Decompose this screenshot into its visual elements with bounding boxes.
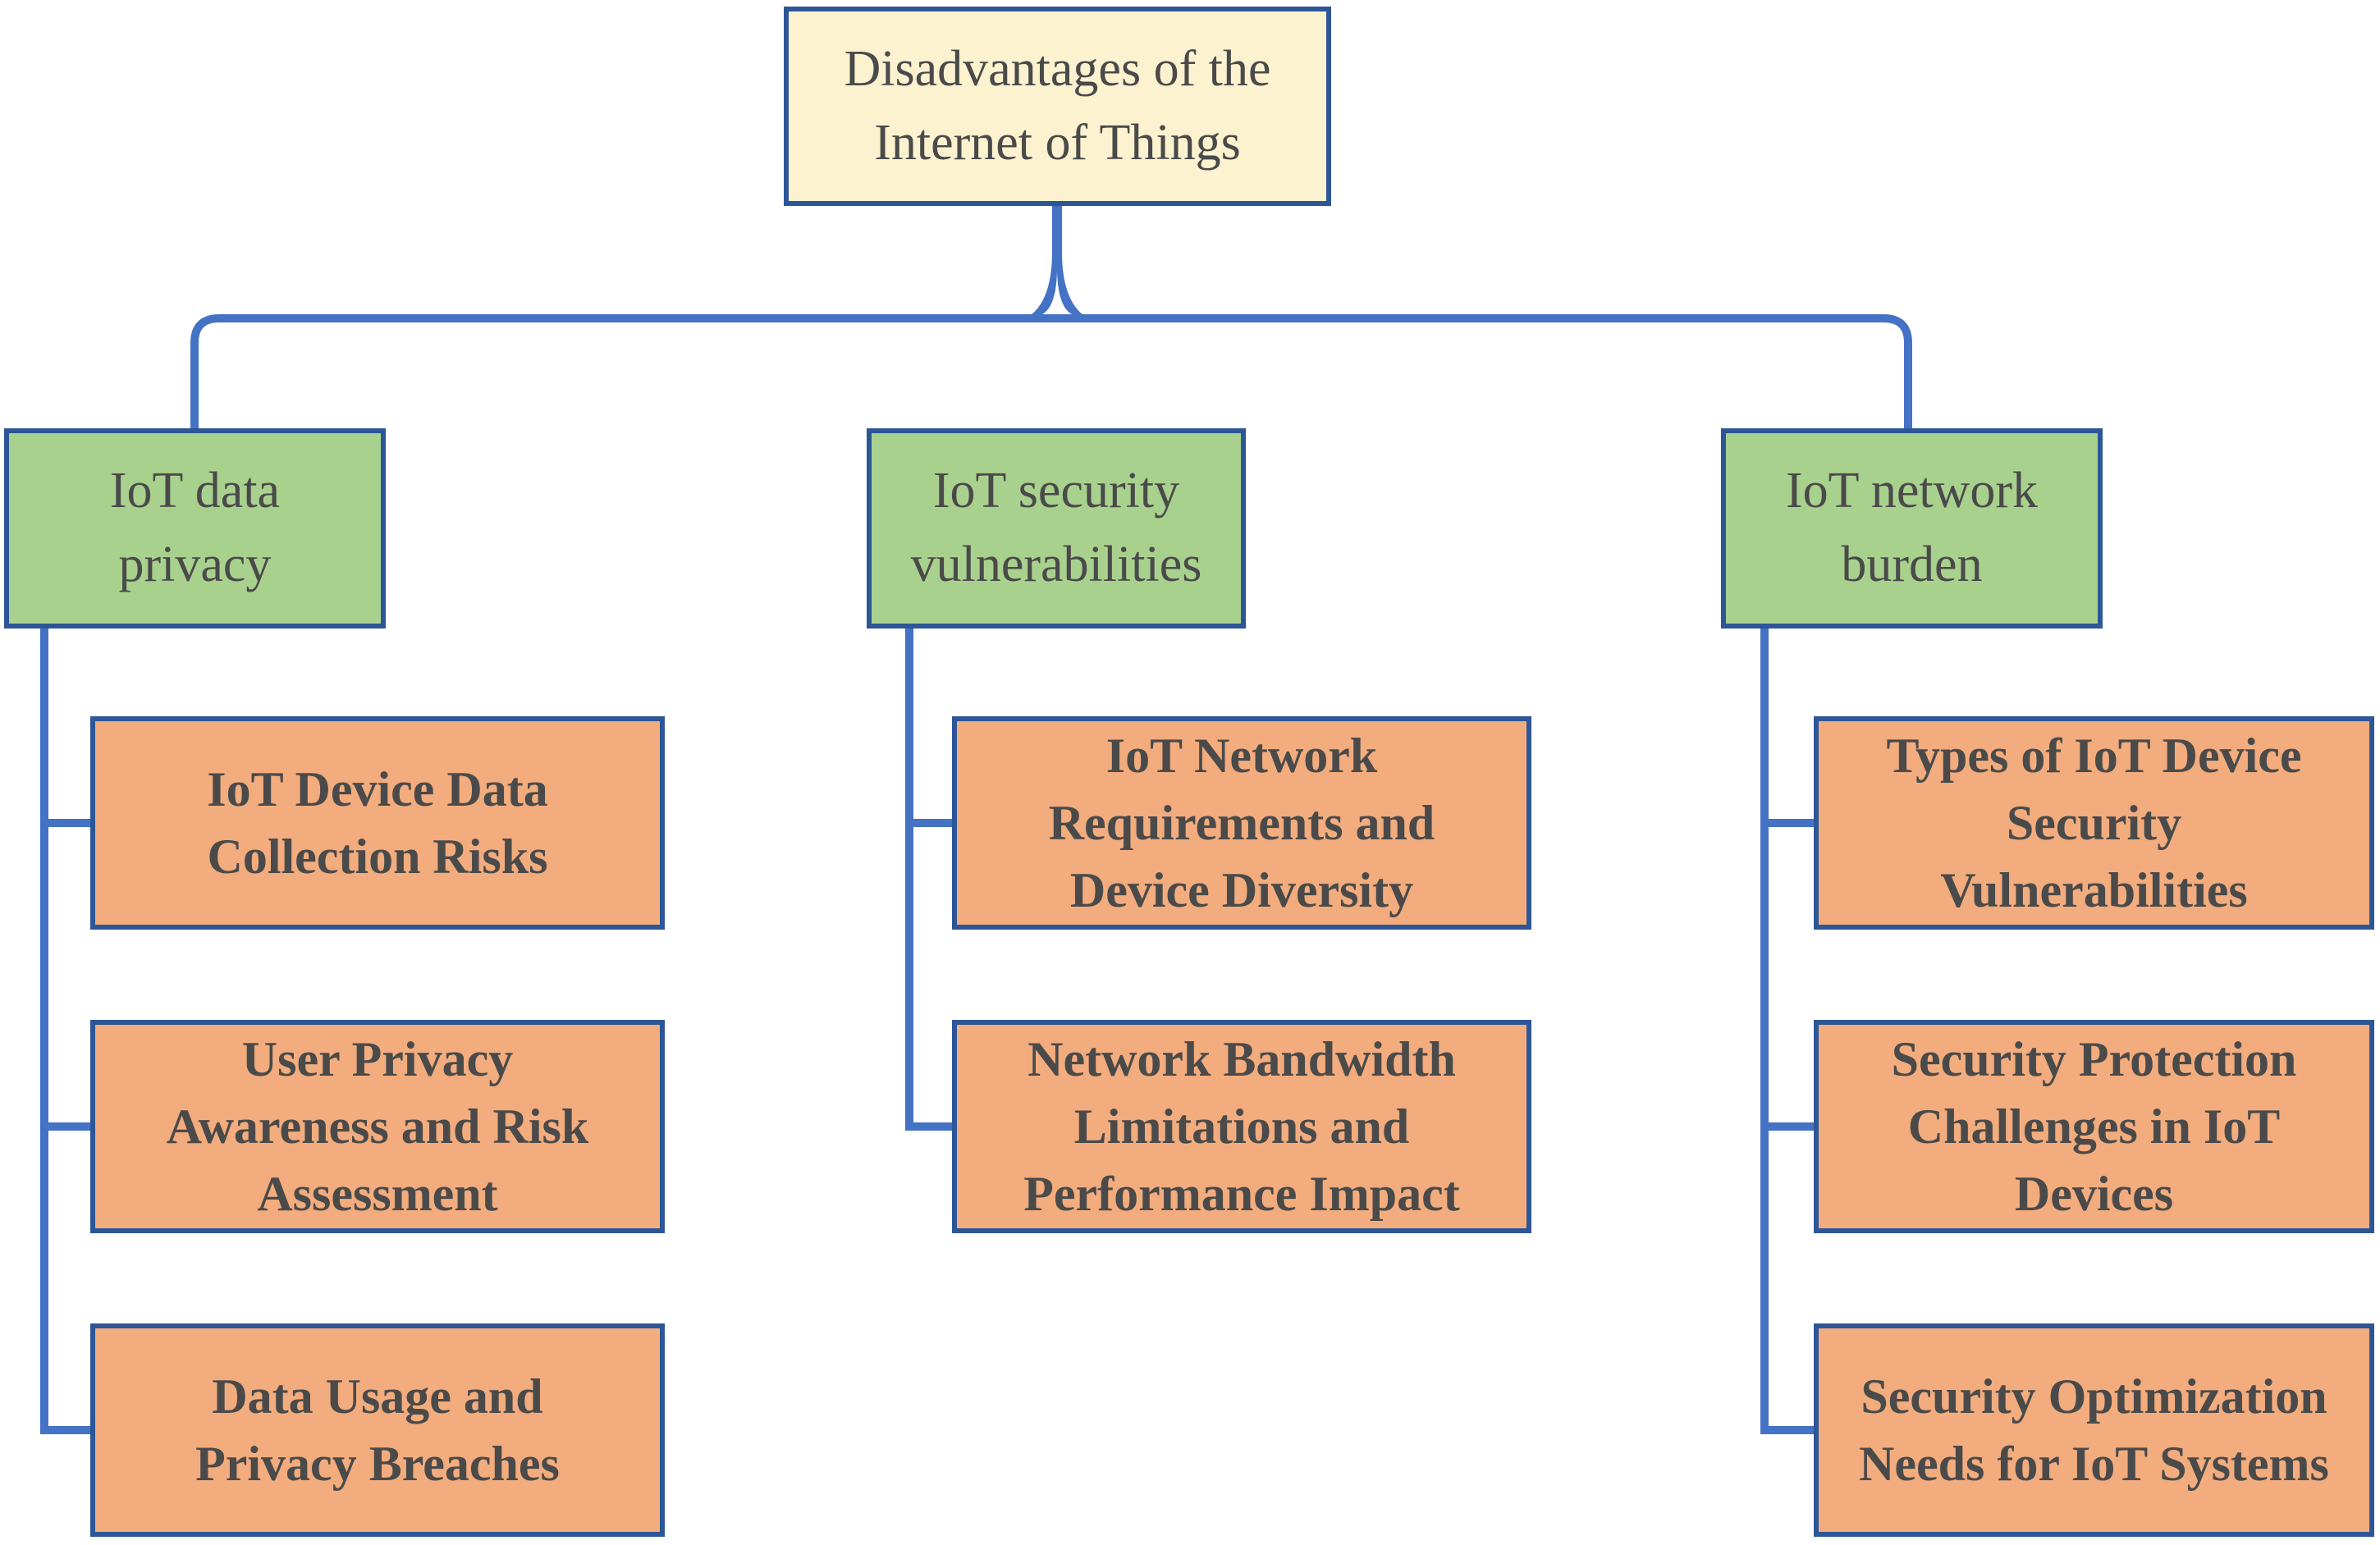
- leaf-box-types-of-device-security-vulnerabilities: Types of IoT Device Security Vulnerabili…: [1814, 716, 2374, 930]
- leaf-box-security-protection-challenges: Security Protection Challenges in IoT De…: [1814, 1020, 2374, 1233]
- leaf-box-device-data-collection-risks: IoT Device Data Collection Risks: [90, 716, 665, 930]
- leaf-box-user-privacy-awareness-risk-assessment: User Privacy Awareness and Risk Assessme…: [90, 1020, 665, 1233]
- leaf-box-bandwidth-limitations-performance-impact: Network Bandwidth Limitations and Perfor…: [952, 1020, 1531, 1233]
- leaf-label: IoT Network Requirements and Device Dive…: [1048, 728, 1435, 918]
- leaf-label: Network Bandwidth Limitations and Perfor…: [1023, 1031, 1460, 1222]
- leaf-label: Security Protection Challenges in IoT De…: [1891, 1031, 2297, 1222]
- brace-cusp: [1016, 203, 1098, 322]
- root-label: Disadvantages of the Internet of Things: [844, 40, 1271, 171]
- leaf-label: Types of IoT Device Security Vulnerabili…: [1886, 728, 2302, 918]
- leaf-box-data-usage-privacy-breaches: Data Usage and Privacy Breaches: [90, 1323, 665, 1537]
- leaf-box-network-requirements-device-diversity: IoT Network Requirements and Device Dive…: [952, 716, 1531, 930]
- root-box: Disadvantages of the Internet of Things: [784, 7, 1331, 206]
- branch-box-iot-data-privacy: IoT data privacy: [4, 428, 386, 629]
- leaf-box-security-optimization-needs: Security Optimization Needs for IoT Syst…: [1814, 1323, 2374, 1537]
- branch-label: IoT data privacy: [109, 463, 281, 592]
- brace-cusp-notch: [1041, 271, 1073, 315]
- branch-label: IoT security vulnerabilities: [910, 463, 1202, 592]
- branch-box-iot-security-vulnerabilities: IoT security vulnerabilities: [867, 428, 1246, 629]
- branch-box-iot-network-burden: IoT network burden: [1721, 428, 2103, 629]
- brace-line: [190, 314, 1912, 430]
- leaf-label: Data Usage and Privacy Breaches: [195, 1369, 560, 1491]
- branch-label: IoT network burden: [1785, 463, 2039, 592]
- trunk-left: [40, 624, 94, 1434]
- leaf-label: User Privacy Awareness and Risk Assessme…: [166, 1031, 589, 1222]
- trunk-middle: [905, 624, 956, 1131]
- trunk-right: [1760, 624, 1818, 1434]
- leaf-label: Security Optimization Needs for IoT Syst…: [1859, 1369, 2329, 1491]
- leaf-label: IoT Device Data Collection Risks: [207, 761, 548, 884]
